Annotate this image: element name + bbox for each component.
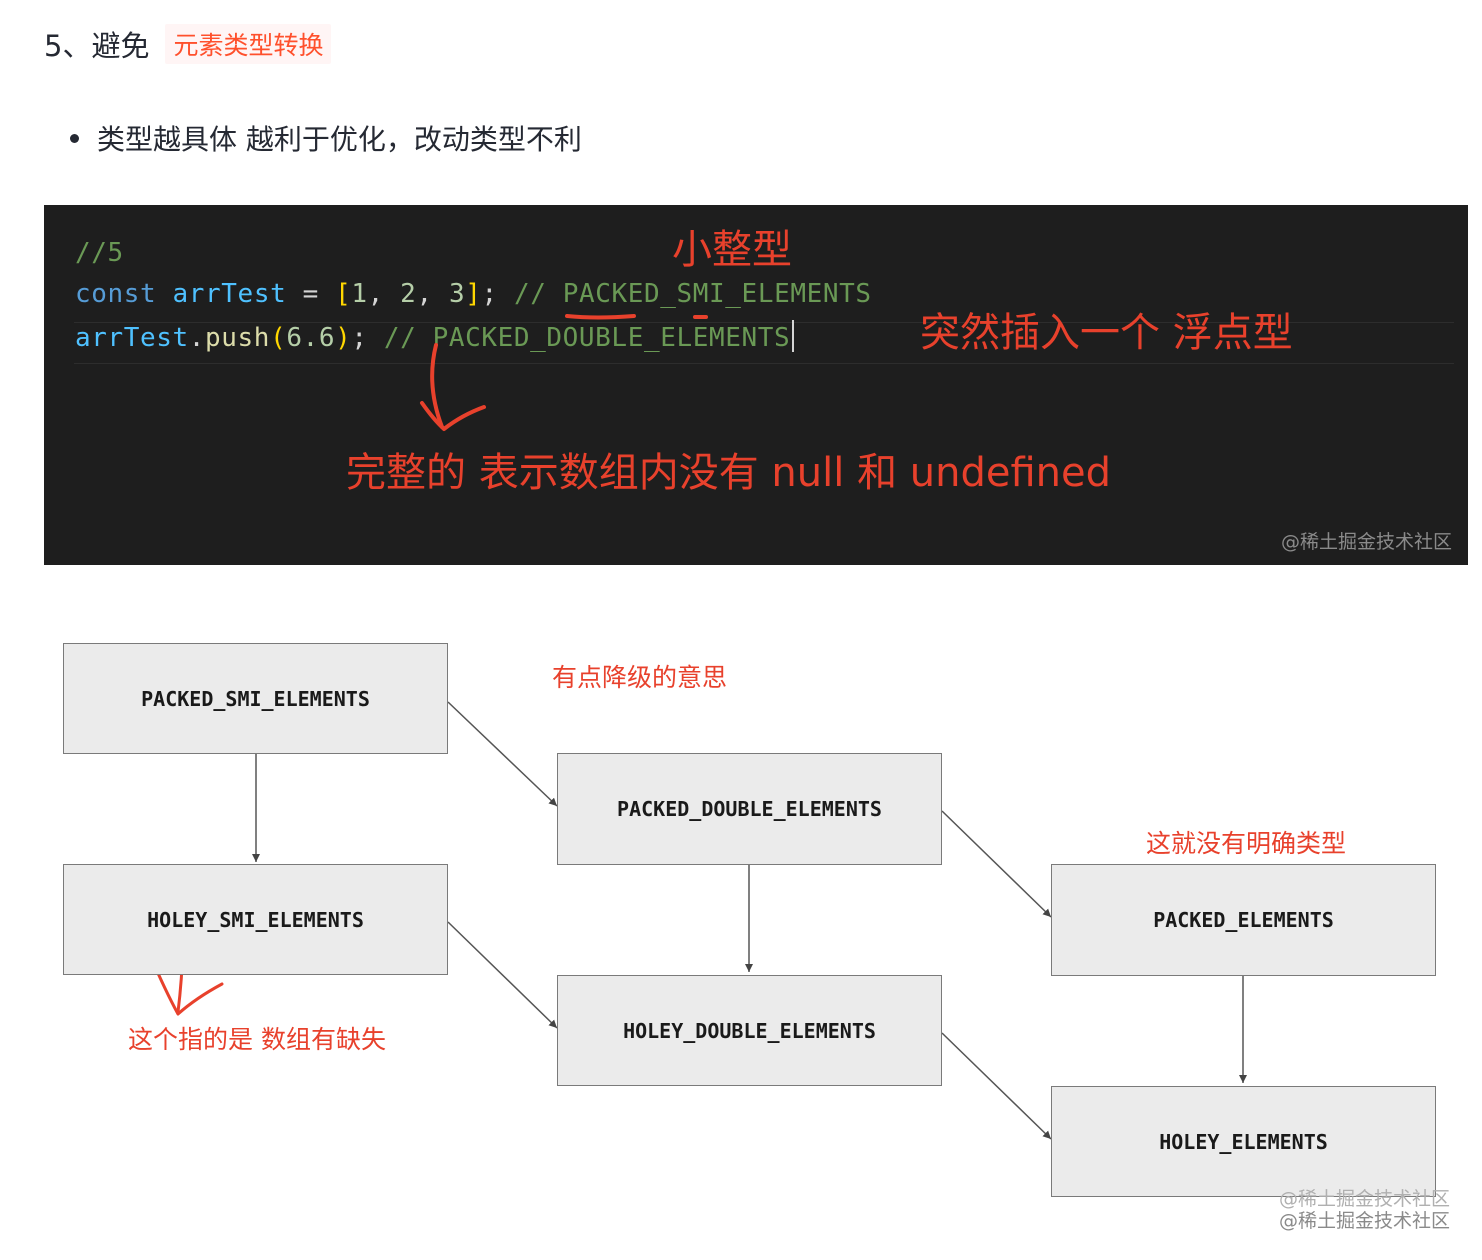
code-paren: ) <box>335 323 352 353</box>
annotation-small-int: 小整型 <box>672 227 792 273</box>
annotation-sudden-float: 突然插入一个 浮点型 <box>920 310 1293 356</box>
watermark: @稀土掘金技术社区 <box>1278 1210 1450 1232</box>
text-cursor <box>792 320 795 352</box>
code-variable: arrTest <box>75 323 189 353</box>
handwritten-marks <box>420 314 708 431</box>
watermark: @稀土掘金技术社区 <box>1280 531 1452 553</box>
code-number: 6.6 <box>286 323 336 353</box>
watermark: @稀土掘金技术社区 <box>1278 1188 1450 1210</box>
code-line-2: const arrTest = [1, 2, 3]; // PACKED_SMI… <box>75 279 872 309</box>
arrow-line <box>447 701 558 807</box>
box-holey-elements: HOLEY_ELEMENTS <box>1051 1086 1436 1197</box>
underline-mark <box>565 314 636 320</box>
arrow-line <box>447 921 558 1029</box>
section-heading: 5、避免 元素类型转换 <box>44 22 332 66</box>
code-bracket: ] <box>465 279 482 309</box>
arrow-head-icon <box>420 401 486 431</box>
code-keyword: const <box>75 279 157 309</box>
code-number: 2 <box>400 279 417 309</box>
heading-text: 5、避免 <box>44 29 150 63</box>
annotation-complete: 完整的 表示数组内没有 null 和 undefined <box>346 450 1112 496</box>
code-function: push <box>205 323 271 353</box>
code-variable: arrTest <box>172 279 287 309</box>
code-semicolon: ; <box>351 323 368 353</box>
bullet-dot-icon <box>70 133 79 143</box>
code-operator: = <box>302 279 319 309</box>
code-bracket: [ <box>335 279 352 309</box>
list-item: 类型越具体 越利于优化，改动类型不利 <box>70 114 582 162</box>
list-item-text: 类型越具体 越利于优化，改动类型不利 <box>97 123 582 156</box>
arrow-down-icon <box>430 343 444 429</box>
heading-inline-code: 元素类型转换 <box>165 24 332 64</box>
current-line-highlight <box>74 322 1454 364</box>
code-comment: // PACKED_SMI_ELEMENTS <box>514 279 872 309</box>
box-packed-elements: PACKED_ELEMENTS <box>1051 864 1436 976</box>
code-screenshot: //5 const arrTest = [1, 2, 3]; // PACKED… <box>44 205 1468 565</box>
code-number: 1 <box>351 279 368 309</box>
code-line-3: arrTest.push(6.6); // PACKED_DOUBLE_ELEM… <box>75 320 795 353</box>
box-holey-double-elements: HOLEY_DOUBLE_ELEMENTS <box>557 975 942 1086</box>
code-dot: . <box>188 323 206 353</box>
box-packed-double-elements: PACKED_DOUBLE_ELEMENTS <box>557 753 942 865</box>
code-comment: // PACKED_DOUBLE_ELEMENTS <box>383 323 791 353</box>
box-packed-smi-elements: PACKED_SMI_ELEMENTS <box>63 643 448 754</box>
code-semicolon: ; <box>481 279 498 309</box>
code-paren: ( <box>270 323 287 353</box>
annotation-downgrade: 有点降级的意思 <box>552 663 728 692</box>
annotation-missing: 这个指的是 数组有缺失 <box>128 1025 386 1054</box>
box-holey-smi-elements: HOLEY_SMI_ELEMENTS <box>63 864 448 975</box>
code-line-1: //5 <box>75 238 124 268</box>
arrow-line <box>941 1032 1052 1140</box>
arrow-line <box>941 810 1052 918</box>
code-number: 3 <box>448 279 466 309</box>
annotation-no-explicit-type: 这就没有明确类型 <box>1146 829 1347 858</box>
